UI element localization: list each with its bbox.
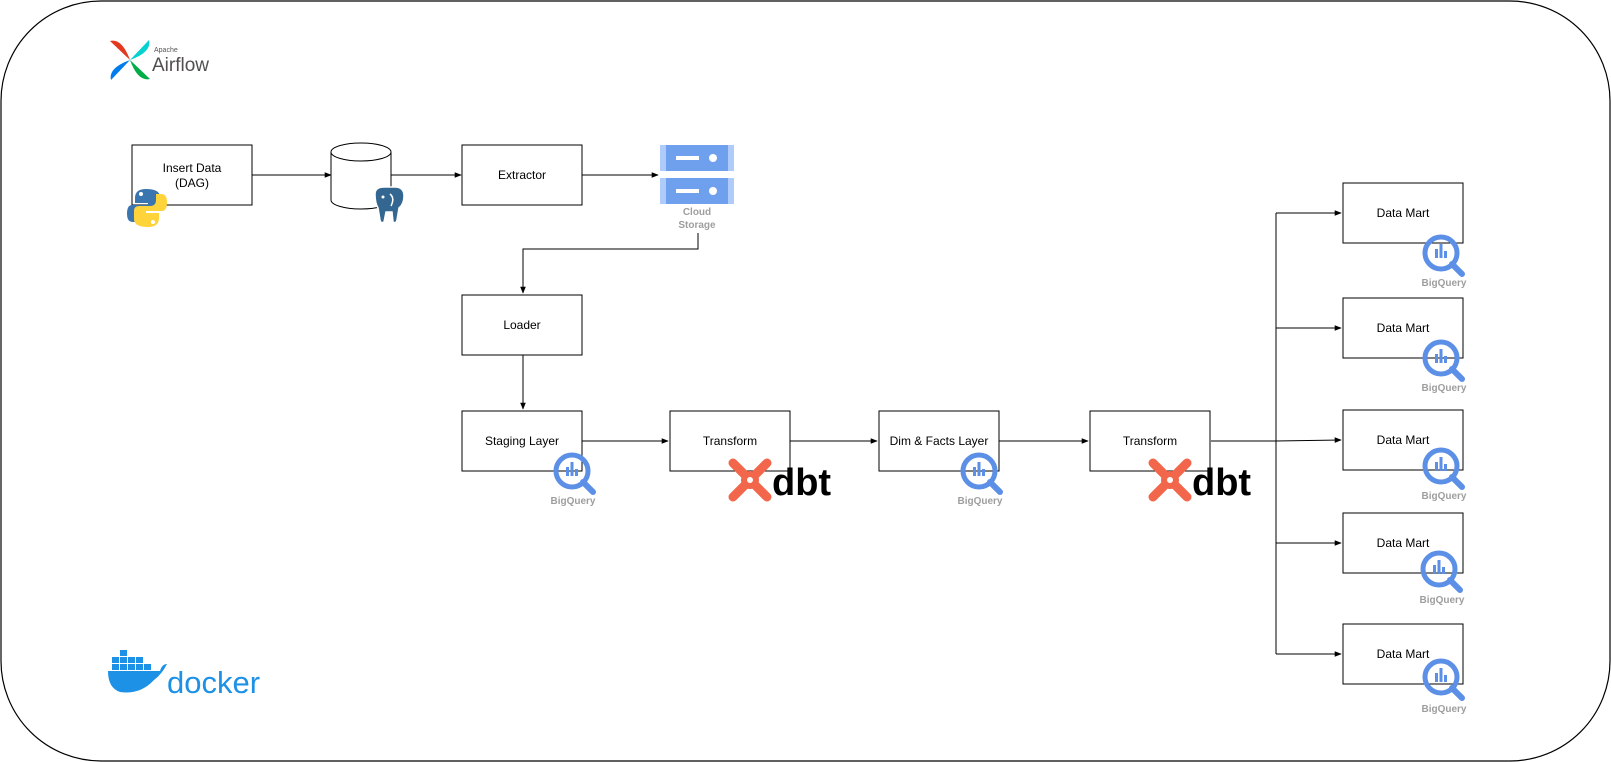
node-data-mart-1: Data Mart BigQuery xyxy=(1342,182,1467,289)
cloud-storage-caption-line1: Cloud xyxy=(683,207,711,218)
node-insert-data: Insert Data (DAG) xyxy=(127,144,253,227)
node-data-mart-label: Data Mart xyxy=(1377,321,1430,335)
node-data-mart-label: Data Mart xyxy=(1377,433,1430,447)
node-data-mart-label: Data Mart xyxy=(1377,647,1430,661)
postgres-database xyxy=(330,142,405,224)
node-staging-layer: Staging Layer BigQuery xyxy=(461,410,596,507)
node-transform-2-label: Transform xyxy=(1123,434,1177,448)
node-data-mart-label: Data Mart xyxy=(1377,536,1430,550)
airflow-logo: Apache Airflow xyxy=(110,40,209,80)
node-insert-data-line1: Insert Data xyxy=(163,161,222,175)
cloud-storage: Cloud Storage xyxy=(660,145,734,231)
node-extractor-label: Extractor xyxy=(498,168,546,182)
dbt-label: dbt xyxy=(772,462,831,504)
bigquery-caption: BigQuery xyxy=(1419,595,1464,606)
cloud-storage-icon xyxy=(660,145,734,204)
bigquery-caption: BigQuery xyxy=(957,496,1002,507)
dbt-logo: dbt xyxy=(733,462,831,504)
edges xyxy=(252,172,1342,657)
airflow-pinwheel-icon xyxy=(110,40,150,80)
edge-gcs-to-loader xyxy=(520,233,699,294)
node-dim-facts-layer-label: Dim & Facts Layer xyxy=(890,434,989,448)
node-data-mart-5: Data Mart BigQuery xyxy=(1342,623,1467,715)
node-data-mart-3: Data Mart BigQuery xyxy=(1342,409,1467,502)
bigquery-caption: BigQuery xyxy=(1421,383,1466,394)
node-loader: Loader xyxy=(461,294,583,356)
airflow-small-label: Apache xyxy=(154,47,178,54)
node-data-mart-2: Data Mart BigQuery xyxy=(1342,297,1467,394)
node-transform-1-label: Transform xyxy=(703,434,757,448)
dbt-label: dbt xyxy=(1192,462,1251,504)
postgres-elephant-icon xyxy=(374,186,405,224)
docker-label: docker xyxy=(167,665,260,700)
docker-whale-icon xyxy=(108,650,167,693)
dbt-logo: dbt xyxy=(1153,462,1251,504)
bigquery-caption: BigQuery xyxy=(1421,278,1466,289)
node-transform-2: Transform dbt xyxy=(1089,410,1251,504)
node-transform-1: Transform dbt xyxy=(669,410,831,504)
bigquery-caption: BigQuery xyxy=(550,496,595,507)
airflow-label: Airflow xyxy=(152,55,209,76)
node-loader-label: Loader xyxy=(503,318,540,332)
node-extractor: Extractor xyxy=(461,144,583,206)
bigquery-caption: BigQuery xyxy=(1421,491,1466,502)
edge-to-datamart-3 xyxy=(1275,437,1342,443)
node-staging-layer-label: Staging Layer xyxy=(485,434,559,448)
docker-logo: docker xyxy=(108,650,260,700)
node-dim-facts-layer: Dim & Facts Layer BigQuery xyxy=(878,410,1003,507)
node-data-mart-label: Data Mart xyxy=(1377,206,1430,220)
bigquery-caption: BigQuery xyxy=(1421,704,1466,715)
cloud-storage-caption-line2: Storage xyxy=(678,220,716,231)
python-icon xyxy=(127,189,167,227)
node-insert-data-line2: (DAG) xyxy=(175,176,209,190)
node-data-mart-4: Data Mart BigQuery xyxy=(1342,512,1465,606)
